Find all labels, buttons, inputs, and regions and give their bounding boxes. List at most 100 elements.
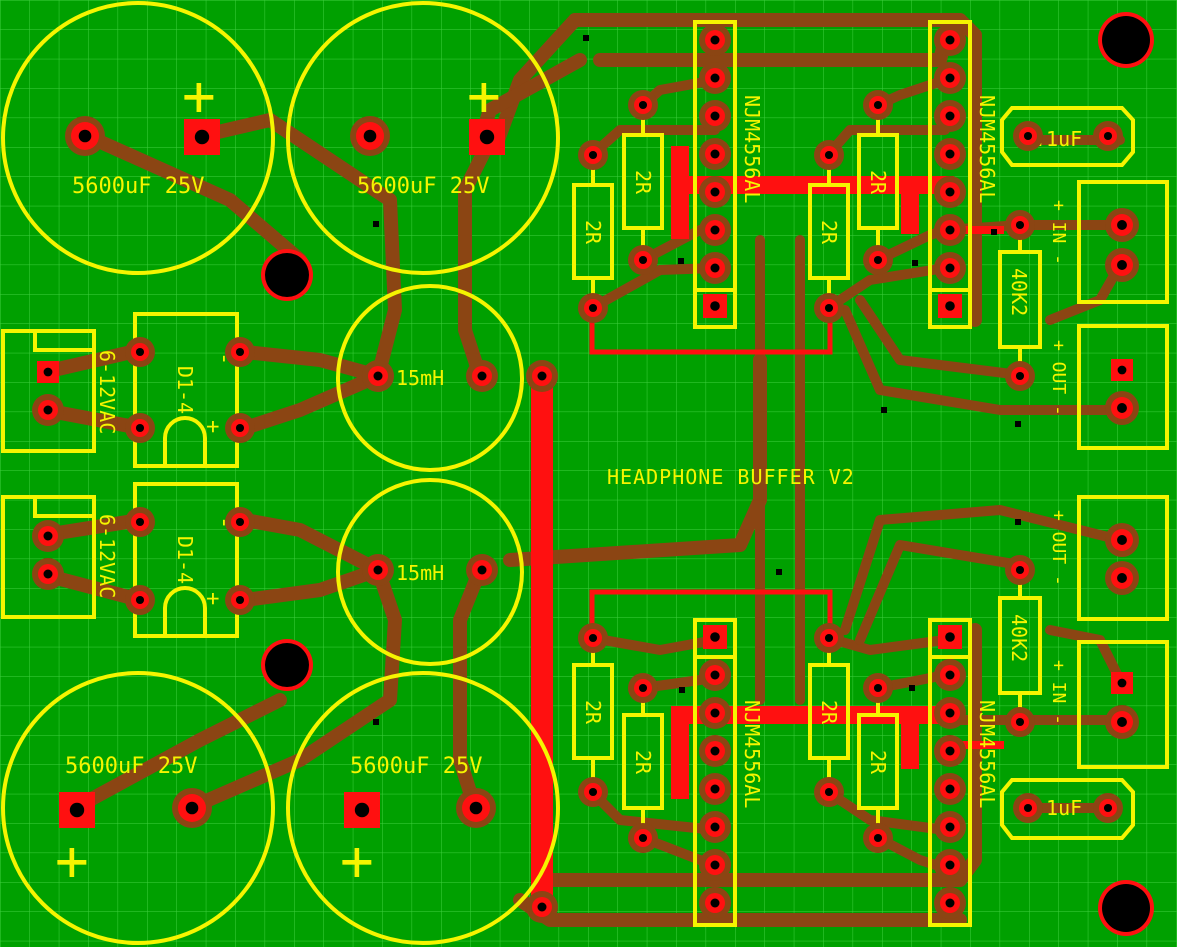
pad-ic0-5-drill <box>710 225 720 235</box>
pad-res-17-drill <box>1015 371 1025 381</box>
pad-bridge-2-drill <box>235 347 245 357</box>
pad-ic3-6-drill <box>945 860 955 870</box>
pad-res-1-drill <box>588 303 598 313</box>
pad-in2-a-drill <box>1117 678 1127 688</box>
pad-res-4-drill <box>824 150 834 160</box>
resistor-r7: 2R <box>808 645 850 785</box>
pad-res-6-drill <box>873 100 883 110</box>
ic-u1: NJM4556AL <box>693 20 764 329</box>
pad-res-15-drill <box>873 833 883 843</box>
cap-c4-label: 5600uF 25V <box>350 754 482 779</box>
pad-c2-pos-drill <box>479 129 495 145</box>
pad-ic2-1-drill <box>710 670 720 680</box>
cap-c3: 5600uF 25V + <box>1 671 275 945</box>
pad-c3-neg-drill <box>185 801 199 815</box>
pad-bus-top-drill <box>537 371 547 381</box>
pad-c1-pos-drill <box>194 129 210 145</box>
pad-in1-b-drill <box>1117 260 1127 270</box>
pad-ic3-4-drill <box>945 784 955 794</box>
pad-in1-a-drill <box>1117 220 1127 230</box>
ac-connector-bottom-label: 6-12VAC <box>95 514 119 598</box>
pad-ic2-3-drill <box>710 746 720 756</box>
pad-ic2-2-drill <box>710 708 720 718</box>
pad-l1-b-drill <box>477 371 487 381</box>
mount-hole-2 <box>265 643 309 687</box>
ic-u2: NJM4556AL <box>928 20 999 329</box>
via-0 <box>583 35 589 41</box>
cap-c1-plus: + <box>182 64 216 129</box>
conn-in-bottom-label: + IN - <box>1048 660 1069 725</box>
via-11 <box>991 229 997 235</box>
mount-hole-4 <box>1102 884 1150 932</box>
via-6 <box>776 569 782 575</box>
ac-connector-top: 6-12VAC <box>1 329 119 453</box>
pad-res-18-drill <box>1015 565 1025 575</box>
resistor-r4-label: 2R <box>866 170 890 195</box>
pad-ic3-2-drill <box>945 708 955 718</box>
pad-out2-b-drill <box>1117 573 1127 583</box>
pad-res-3-drill <box>638 255 648 265</box>
pad-out2-a-drill <box>1117 535 1127 545</box>
pad-l2-a-drill <box>373 565 383 575</box>
via-1 <box>373 221 379 227</box>
resistor-r7-label: 2R <box>817 700 841 725</box>
cap-c2: 5600uF 25V + <box>286 1 560 275</box>
conn-in-top-label: + IN - <box>1048 200 1069 265</box>
ic-u4-label: NJM4556AL <box>975 700 999 808</box>
resistor-r2-label: 2R <box>631 170 655 195</box>
pad-ic1-2-drill <box>945 111 955 121</box>
inductor-l2-label: 15mH <box>396 561 444 585</box>
pad-ic2-6-drill <box>710 860 720 870</box>
pad-res-12-drill <box>824 633 834 643</box>
via-4 <box>1015 421 1021 427</box>
cap-c3-label: 5600uF 25V <box>65 754 197 779</box>
pad-ic3-1-drill <box>945 670 955 680</box>
pad-ic3-0-drill <box>945 632 955 642</box>
resistor-r5-label: 2R <box>581 700 605 725</box>
board-title: HEADPHONE BUFFER V2 <box>607 465 855 489</box>
pad-ac2-2-drill <box>43 569 53 579</box>
via-3 <box>881 407 887 413</box>
pad-res-10-drill <box>638 683 648 693</box>
ic-u3-label: NJM4556AL <box>740 700 764 808</box>
via-9 <box>909 685 915 691</box>
via-2 <box>678 258 684 264</box>
pad-ic2-4-drill <box>710 784 720 794</box>
pad-ic2-7-drill <box>710 898 720 908</box>
pad-res-19-drill <box>1015 717 1025 727</box>
conn-out-top-label: + OUT - <box>1048 340 1069 416</box>
pad-ic1-7-drill <box>945 301 955 311</box>
pad-res-2-drill <box>638 100 648 110</box>
pad-res-0-drill <box>588 150 598 160</box>
bridge-d1-top-label: D1-4 <box>173 366 197 414</box>
pad-res-13-drill <box>824 787 834 797</box>
via-10 <box>912 260 918 266</box>
pad-ic1-3-drill <box>945 149 955 159</box>
cap-c1-label: 5600uF 25V <box>72 174 204 199</box>
pad-bridge-1-drill <box>135 423 145 433</box>
ic-u1-label: NJM4556AL <box>740 95 764 203</box>
ic-u2-label: NJM4556AL <box>975 95 999 203</box>
pad-bridge-5-drill <box>135 595 145 605</box>
pad-bridge-3-drill <box>235 423 245 433</box>
pad-bridge-0-drill <box>135 347 145 357</box>
resistor-r3-label: 2R <box>817 220 841 245</box>
pad-bus-bottom-drill <box>537 902 547 912</box>
pad-ic3-5-drill <box>945 822 955 832</box>
cap-c4: 5600uF 25V + <box>286 671 560 945</box>
pad-ic2-0-drill <box>710 632 720 642</box>
pads-layer <box>32 12 1154 936</box>
pad-ic0-2-drill <box>710 111 720 121</box>
pad-res-5-drill <box>824 303 834 313</box>
cap-c2-plus: + <box>467 64 501 129</box>
pad-ic3-7-drill <box>945 898 955 908</box>
resistor-r2: 2R <box>622 110 664 252</box>
pad-c3-pos-drill <box>69 802 85 818</box>
pad-c2-neg-drill <box>363 129 377 143</box>
via-7 <box>373 719 379 725</box>
pad-ic1-0-drill <box>945 35 955 45</box>
pad-res-14-drill <box>873 683 883 693</box>
pad-l2-b-drill <box>477 565 487 575</box>
pad-c1-neg-drill <box>78 129 92 143</box>
